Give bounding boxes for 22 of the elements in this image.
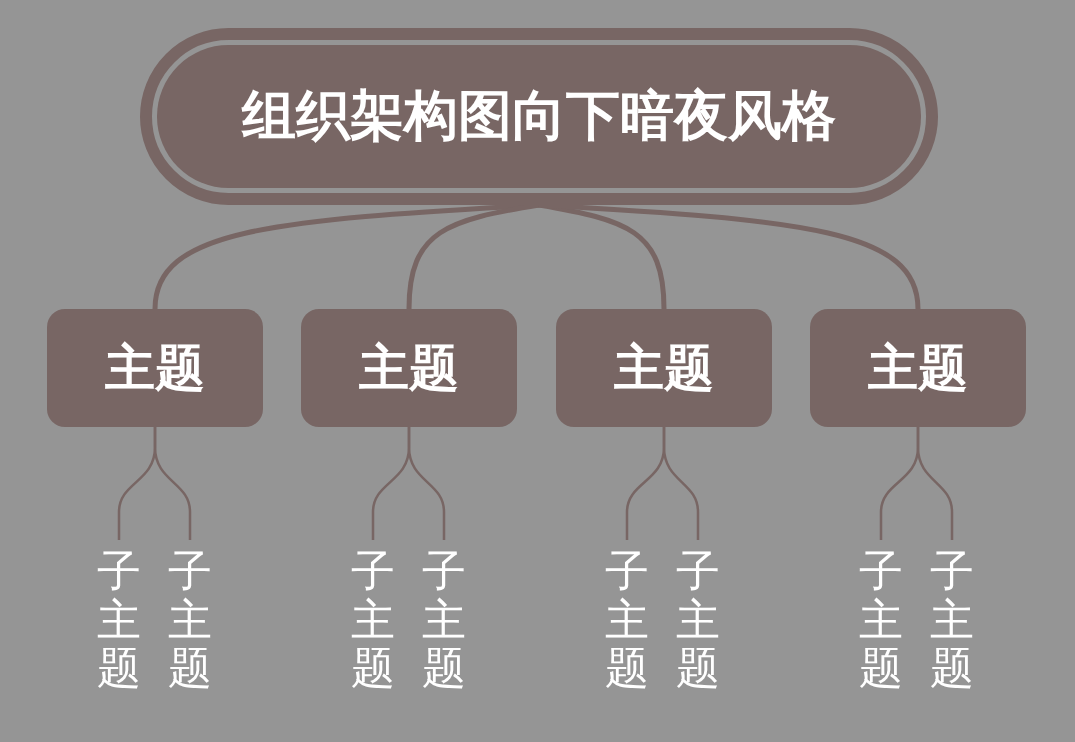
topic-label: 主题 [359, 337, 459, 399]
connector-line [538, 202, 921, 310]
subtopic-label: 子主题 [676, 547, 720, 693]
topic-label: 主题 [868, 337, 968, 399]
subtopic-label: 子主题 [422, 547, 466, 693]
subtopic-label: 子主题 [168, 547, 212, 693]
title-text: 组织架构图向下暗夜风格 [242, 83, 836, 149]
subtopic-label: 子主题 [351, 547, 395, 693]
topic-box [556, 309, 772, 427]
connector-line [407, 427, 446, 540]
topic-box [47, 309, 263, 427]
subtopic-label: 子主题 [97, 547, 141, 693]
subtopic-label: 子主题 [930, 547, 974, 693]
topic-box [810, 309, 1026, 427]
connector-line [662, 427, 700, 540]
connector-line [916, 427, 954, 540]
topic-label: 主题 [105, 337, 205, 399]
subtopic-label: 子主题 [859, 547, 903, 693]
topic-box [301, 309, 517, 427]
subtopic-label: 子主题 [605, 547, 649, 693]
connector-line [153, 427, 192, 540]
topic-label: 主题 [614, 337, 714, 399]
